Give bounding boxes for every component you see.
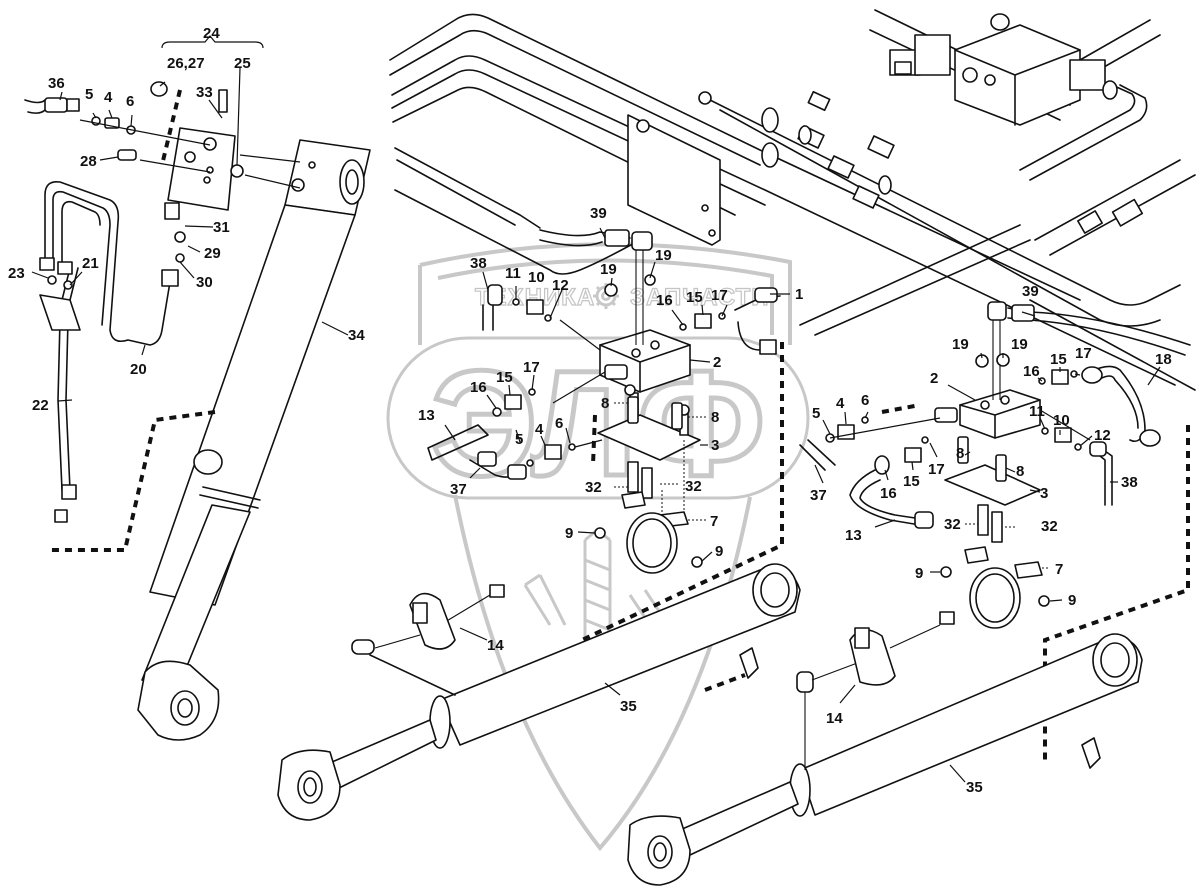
- callout-19: 19: [952, 336, 969, 353]
- hydraulic-cylinder-35-center: [277, 563, 801, 821]
- callout-7: 7: [710, 513, 718, 530]
- callout-4: 4: [535, 421, 544, 438]
- valve-block-2-right: [799, 301, 1191, 629]
- callout-34: 34: [348, 327, 365, 344]
- callout-39: 39: [1022, 283, 1039, 300]
- callout-39: 39: [590, 205, 607, 222]
- callout-4: 4: [836, 395, 845, 412]
- callout-19: 19: [655, 247, 672, 264]
- callout-13: 13: [845, 527, 862, 544]
- callout-9: 9: [715, 543, 723, 560]
- callout-6: 6: [126, 93, 134, 110]
- callout-32: 32: [585, 479, 602, 496]
- callout-36: 36: [48, 75, 65, 92]
- callout-33: 33: [196, 84, 213, 101]
- callout-31: 31: [213, 219, 230, 236]
- callout-17: 17: [1075, 345, 1092, 362]
- assembly-dashed-lines-center: [552, 319, 784, 642]
- callout-38: 38: [1121, 474, 1138, 491]
- callout-6: 6: [555, 415, 563, 432]
- valve-block-24: [117, 81, 244, 220]
- callout-16: 16: [880, 485, 897, 502]
- callout-32: 32: [944, 516, 961, 533]
- callout-22: 22: [32, 397, 49, 414]
- callout-30: 30: [196, 274, 213, 291]
- callout-23: 23: [8, 265, 25, 282]
- callout-11: 11: [505, 265, 521, 282]
- frame-pipes: [389, 9, 1196, 391]
- callout-8: 8: [1016, 463, 1024, 480]
- watermark-brand-right: ЗАПЧАСТИ: [630, 284, 770, 311]
- hydraulic-cylinder-35-right: [627, 611, 1143, 886]
- callout-16: 16: [470, 379, 487, 396]
- watermark-band: [386, 336, 810, 500]
- callout-5: 5: [515, 431, 523, 448]
- callout-17: 17: [928, 461, 945, 478]
- callout-leaders: [31, 35, 1161, 783]
- callout-38: 38: [470, 255, 487, 272]
- callout-8: 8: [711, 409, 719, 426]
- callout-29: 29: [204, 245, 221, 262]
- callout-labels: 24 26,27 25 36 5 4 6 33 28 31 29 30 23 2…: [8, 25, 1172, 796]
- callout-5: 5: [85, 86, 93, 103]
- callout-19: 19: [600, 261, 617, 278]
- callout-18: 18: [1155, 351, 1172, 368]
- tube-assembly-20-22: [39, 180, 186, 523]
- hose-36: [24, 97, 136, 135]
- callout-10: 10: [528, 269, 545, 286]
- callout-9: 9: [915, 565, 923, 582]
- callout-28: 28: [80, 153, 97, 170]
- callout-26-27: 26,27: [167, 55, 205, 72]
- callout-8: 8: [956, 445, 964, 462]
- callout-6: 6: [861, 392, 869, 409]
- callout-1: 1: [795, 286, 803, 303]
- callout-21: 21: [82, 255, 99, 272]
- callout-5: 5: [812, 405, 820, 422]
- callout-14: 14: [826, 710, 843, 727]
- callout-4: 4: [104, 89, 113, 106]
- callout-37: 37: [810, 487, 827, 504]
- callout-32: 32: [1041, 518, 1058, 535]
- mounting-bracket: [627, 91, 721, 246]
- callout-3: 3: [1040, 485, 1048, 502]
- callout-9: 9: [1068, 592, 1076, 609]
- callout-9: 9: [565, 525, 573, 542]
- control-valve-body: [889, 13, 1118, 126]
- hydraulic-cylinder-34: [137, 139, 371, 741]
- callout-15: 15: [686, 289, 703, 306]
- callout-15: 15: [1050, 351, 1067, 368]
- callout-11: 11: [1029, 403, 1045, 420]
- valve-block-2-center: [427, 229, 781, 574]
- callout-19: 19: [1011, 336, 1028, 353]
- callout-17: 17: [711, 287, 728, 304]
- callout-13: 13: [418, 407, 435, 424]
- callout-8: 8: [601, 395, 609, 412]
- callout-16: 16: [1023, 363, 1040, 380]
- callout-14: 14: [487, 637, 504, 654]
- callout-25: 25: [234, 55, 251, 72]
- watermark: ЭЛФ ТЕХНИКА ЗАПЧАСТИ: [386, 242, 810, 852]
- callout-24: 24: [203, 25, 220, 42]
- assembly-dashed-lines-right: [829, 403, 1190, 760]
- callout-16: 16: [656, 292, 673, 309]
- callout-17: 17: [523, 359, 540, 376]
- callout-35: 35: [966, 779, 983, 796]
- callout-20: 20: [130, 361, 147, 378]
- hose-fittings-cluster: [761, 90, 1144, 234]
- callout-10: 10: [1053, 412, 1070, 429]
- assembly-dashed-lines-left: [50, 89, 301, 552]
- callout-37: 37: [450, 481, 467, 498]
- callout-2: 2: [930, 370, 938, 387]
- callout-12: 12: [552, 277, 569, 294]
- callout-15: 15: [903, 473, 920, 490]
- callout-12: 12: [1094, 427, 1111, 444]
- callout-35: 35: [620, 698, 637, 715]
- watermark-monogram: ЭЛФ: [431, 339, 765, 507]
- callout-15: 15: [496, 369, 513, 386]
- callout-7: 7: [1055, 561, 1063, 578]
- callout-2: 2: [713, 354, 721, 371]
- callout-3: 3: [711, 437, 719, 454]
- callout-32: 32: [685, 478, 702, 495]
